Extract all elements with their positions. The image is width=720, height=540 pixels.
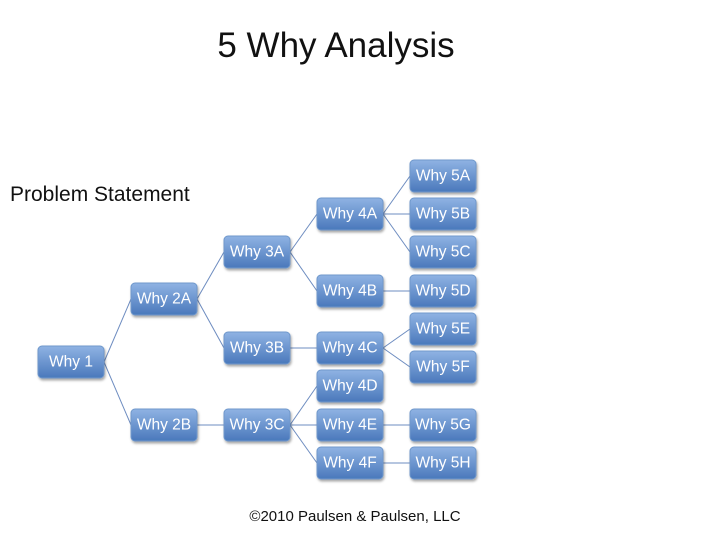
copyright-footer: ©2010 Paulsen & Paulsen, LLC	[249, 508, 461, 525]
node-why4d: Why 4D	[316, 369, 384, 403]
node-box-why5f	[409, 350, 477, 384]
node-why2b: Why 2B	[130, 408, 198, 442]
node-box-why4a	[316, 197, 384, 231]
node-label-why5a: Why 5A	[416, 168, 471, 185]
connector-why2a-why3a	[196, 251, 225, 300]
node-why4a: Why 4A	[316, 197, 384, 231]
node-box-why5g	[409, 408, 477, 442]
connector-why4a-why5c	[382, 213, 411, 253]
node-why4b: Why 4B	[316, 274, 384, 308]
problem-statement-label: Problem Statement	[10, 183, 190, 206]
node-box-why5b	[409, 197, 477, 231]
node-box-why4f	[316, 446, 384, 480]
node-why5d: Why 5D	[409, 274, 477, 308]
node-why1: Why 1	[37, 345, 105, 379]
node-box-why4c	[316, 331, 384, 365]
connector-why3c-why4d	[289, 385, 318, 426]
node-box-why3b	[223, 331, 291, 365]
connector-why4a-why5a	[382, 175, 411, 215]
node-why5e: Why 5E	[409, 312, 477, 346]
node-label-why4a: Why 4A	[323, 206, 378, 223]
node-label-why5d: Why 5D	[415, 283, 470, 300]
node-box-why3c	[223, 408, 291, 442]
connector-why4c-why5e	[382, 328, 411, 349]
page-title: 5 Why Analysis	[217, 26, 455, 65]
node-label-why5h: Why 5H	[415, 455, 470, 472]
node-label-why5f: Why 5F	[416, 359, 469, 376]
node-box-why5h	[409, 446, 477, 480]
node-label-why5g: Why 5G	[415, 417, 471, 434]
tree-connectors	[103, 175, 411, 464]
connector-why3c-why4f	[289, 424, 318, 464]
node-why3c: Why 3C	[223, 408, 291, 442]
node-label-why4f: Why 4F	[323, 455, 376, 472]
node-box-why5c	[409, 235, 477, 269]
node-box-why4d	[316, 369, 384, 403]
node-label-why4e: Why 4E	[323, 417, 377, 434]
node-why5h: Why 5H	[409, 446, 477, 480]
node-label-why4d: Why 4D	[322, 378, 377, 395]
node-box-why2a	[130, 282, 198, 316]
node-label-why2b: Why 2B	[137, 417, 191, 434]
connector-why1-why2a	[103, 298, 132, 363]
node-label-why4c: Why 4C	[322, 340, 377, 357]
node-box-why5a	[409, 159, 477, 193]
connector-why3a-why4b	[289, 251, 318, 292]
node-label-why3a: Why 3A	[230, 244, 285, 261]
node-label-why5c: Why 5C	[415, 244, 470, 261]
node-box-why5e	[409, 312, 477, 346]
node-why4e: Why 4E	[316, 408, 384, 442]
node-why4c: Why 4C	[316, 331, 384, 365]
node-box-why5d	[409, 274, 477, 308]
node-why3a: Why 3A	[223, 235, 291, 269]
node-label-why1: Why 1	[49, 354, 93, 371]
node-box-why4e	[316, 408, 384, 442]
connector-why3a-why4a	[289, 213, 318, 253]
connector-why4c-why5f	[382, 347, 411, 368]
connector-why1-why2b	[103, 361, 132, 426]
connector-why2a-why3b	[196, 298, 225, 349]
node-box-why4b	[316, 274, 384, 308]
node-box-why3a	[223, 235, 291, 269]
node-why3b: Why 3B	[223, 331, 291, 365]
node-label-why5b: Why 5B	[416, 206, 470, 223]
node-box-why2b	[130, 408, 198, 442]
node-box-why1	[37, 345, 105, 379]
node-label-why3c: Why 3C	[229, 417, 284, 434]
node-why5c: Why 5C	[409, 235, 477, 269]
node-label-why2a: Why 2A	[137, 291, 192, 308]
node-label-why5e: Why 5E	[416, 321, 470, 338]
node-why4f: Why 4F	[316, 446, 384, 480]
tree-nodes: Why 1 Why 2A Why 2B Why 3A Why 3B Why 3C Why 4…	[37, 159, 477, 480]
node-label-why4b: Why 4B	[323, 283, 377, 300]
node-why2a: Why 2A	[130, 282, 198, 316]
node-why5b: Why 5B	[409, 197, 477, 231]
node-why5g: Why 5G	[409, 408, 477, 442]
node-why5a: Why 5A	[409, 159, 477, 193]
node-why5f: Why 5F	[409, 350, 477, 384]
node-label-why3b: Why 3B	[230, 340, 284, 357]
